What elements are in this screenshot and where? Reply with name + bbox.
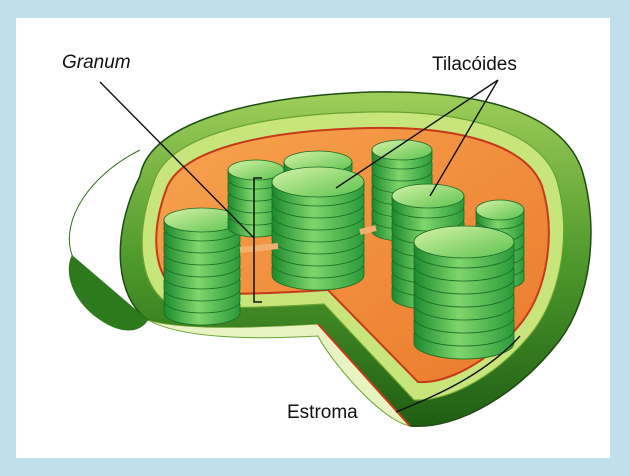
thylakoid-top <box>372 140 432 160</box>
label-estroma: Estroma <box>287 402 358 424</box>
thylakoid-top <box>476 200 524 220</box>
granum-stack <box>272 167 364 290</box>
label-tilacoides: Tilacóides <box>432 54 517 76</box>
thylakoid-top <box>414 226 514 258</box>
thylakoid-top <box>392 184 464 208</box>
granum-stack <box>414 226 514 359</box>
thylakoid-top <box>272 167 364 197</box>
label-granum: Granum <box>62 52 131 74</box>
